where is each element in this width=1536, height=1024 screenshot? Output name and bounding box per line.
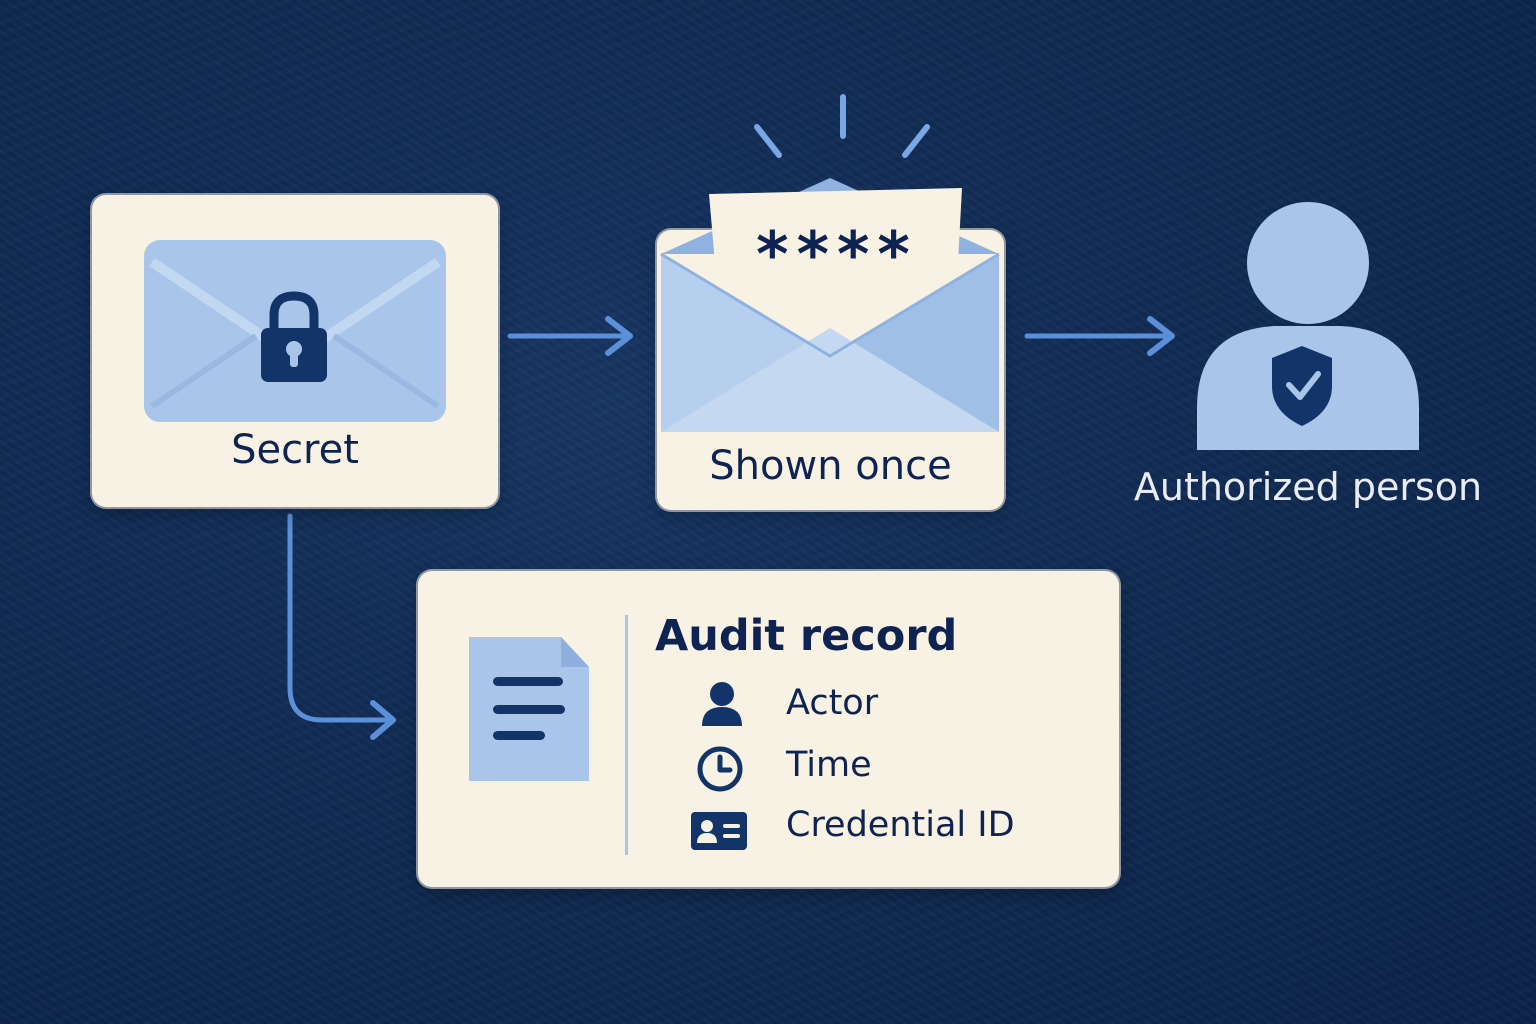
audit-divider: [625, 615, 628, 855]
arrow-shown-to-person: [1024, 316, 1175, 356]
id-card-icon: [691, 812, 747, 850]
person-icon: [1197, 202, 1419, 450]
audit-field-time: Time: [786, 745, 872, 785]
shown-once-label: Shown once: [709, 443, 952, 489]
shown-once-card: **** Shown once: [657, 178, 1004, 510]
audit-field-credential-id: Credential ID: [786, 805, 1015, 845]
arrow-secret-to-audit: [287, 513, 396, 740]
masked-secret-value: ****: [756, 218, 918, 291]
audit-record-card: Audit record Actor Time Credential ID: [418, 571, 1119, 887]
audit-record-title: Audit record: [655, 611, 958, 661]
document-icon: [469, 637, 589, 781]
spark-icon: [754, 94, 930, 158]
open-envelope-icon: [660, 178, 1000, 432]
secret-card: Secret: [92, 195, 498, 507]
shield-check-icon: [1272, 346, 1332, 426]
lock-icon: [261, 291, 327, 382]
clock-icon: [697, 746, 743, 792]
user-icon: [702, 682, 742, 726]
arrow-secret-to-shown: [507, 316, 633, 356]
audit-field-actor: Actor: [786, 683, 879, 723]
secret-label: Secret: [231, 427, 359, 473]
authorized-person-label: Authorized person: [1133, 465, 1483, 509]
